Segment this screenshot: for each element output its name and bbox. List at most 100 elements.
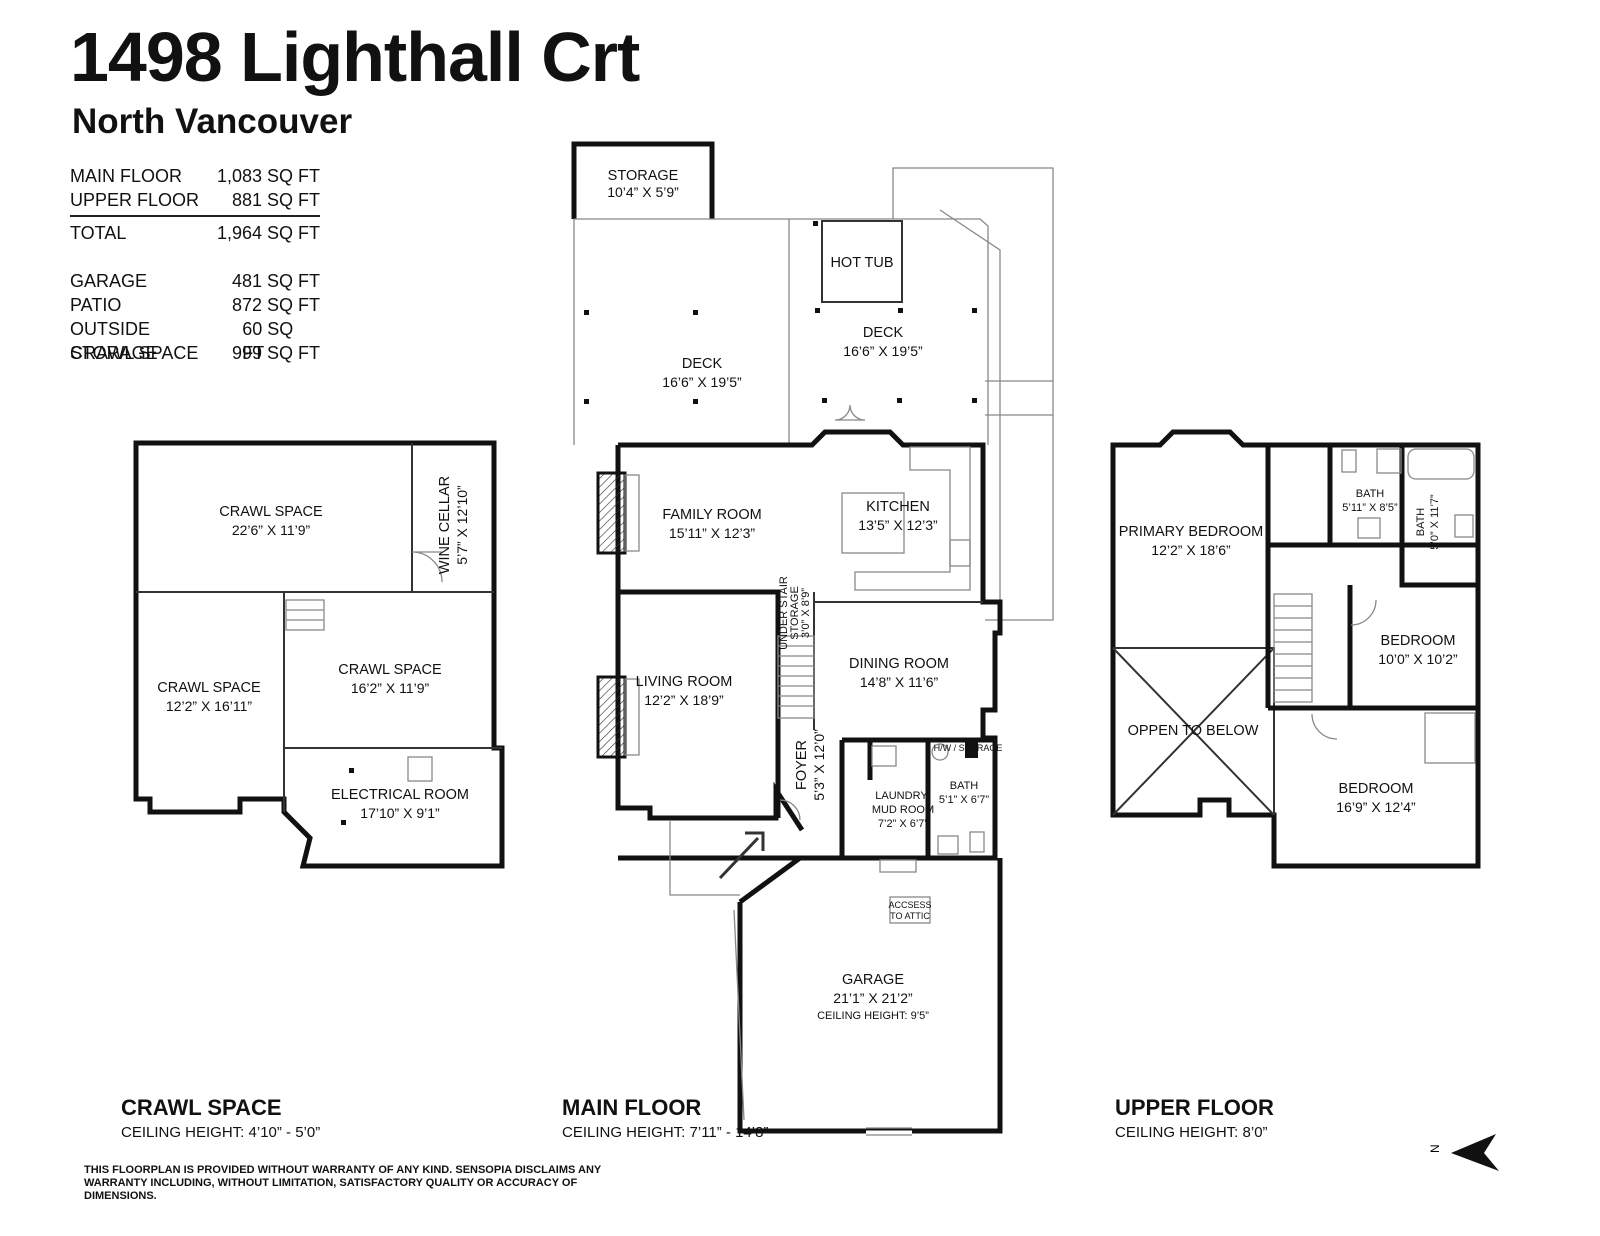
room-name: LIVING ROOM bbox=[636, 674, 733, 690]
door-swing-icon bbox=[1311, 713, 1338, 740]
crawl-stairs bbox=[285, 599, 325, 631]
stove-icon bbox=[949, 539, 971, 567]
room-dimensions: 12’2” X 18’6” bbox=[1151, 542, 1231, 558]
stat-label: MAIN FLOOR bbox=[70, 166, 183, 186]
room-name: OPPEN TO BELOW bbox=[1128, 723, 1259, 739]
upper-floor-ceiling-height: CEILING HEIGHT: 8’0” bbox=[1115, 1124, 1268, 1141]
interior-wall bbox=[1265, 445, 1478, 588]
room-dimensions: 10’4” X 5’9” bbox=[607, 184, 679, 200]
room-name: GARAGE bbox=[842, 972, 904, 988]
stat-row-outside-storage: OUTSIDE STORAGE 60 SQ FT bbox=[70, 317, 320, 363]
upper-floor-plan: PRIMARY BEDROOM 12’2” X 18’6” BATH 5’11”… bbox=[1110, 429, 1481, 869]
compass-label: N bbox=[1428, 1144, 1442, 1153]
kitchen-island bbox=[841, 492, 905, 554]
room-dimensions: 14’8” X 11’6” bbox=[860, 674, 939, 690]
open-to-below-cross bbox=[1112, 647, 1275, 816]
room-name: BATH bbox=[950, 780, 979, 792]
room-name: BEDROOM bbox=[1381, 633, 1456, 649]
hw-storage-icon bbox=[965, 742, 978, 758]
room-name: FOYER bbox=[794, 740, 810, 790]
room-dimensions: 22’6” X 11’9” bbox=[232, 522, 311, 538]
room-name: WINE CELLAR bbox=[437, 476, 453, 574]
stat-divider bbox=[70, 215, 320, 217]
interior-wall bbox=[1265, 545, 1478, 711]
fireplace-icon bbox=[596, 471, 627, 555]
room-name: ELECTRICAL ROOM bbox=[331, 787, 469, 803]
stat-row-garage: GARAGE 481 SQ FT bbox=[70, 269, 320, 293]
room-name: DECK bbox=[863, 325, 904, 341]
stat-row-total: TOTAL 1,964 SQ FT bbox=[70, 221, 320, 245]
room-dimensions: 5’11” X 8’5” bbox=[1342, 502, 1398, 514]
fireplace-icon bbox=[596, 675, 627, 759]
main-floor-plan: STORAGE 10’4” X 5’9” HOT TUB DECK 16’6” … bbox=[571, 141, 1054, 1136]
disclaimer-text: THIS FLOORPLAN IS PROVIDED WITHOUT WARRA… bbox=[84, 1164, 602, 1202]
sink-icon bbox=[1357, 517, 1381, 539]
room-dimensions: 5’3” X 12’0” bbox=[811, 729, 827, 801]
toilet-icon bbox=[1341, 449, 1357, 473]
room-dimensions: 13’5” X 12’3” bbox=[858, 517, 938, 533]
room-dimensions: 10’0” X 10’2” bbox=[1378, 651, 1458, 667]
room-dimensions: 7’2” X 6’7” bbox=[878, 818, 928, 830]
stat-label: GARAGE bbox=[70, 271, 148, 291]
attic-label: TO ATTIC bbox=[890, 911, 930, 921]
stat-value: 999 SQ FT bbox=[231, 343, 320, 363]
sink-icon bbox=[1454, 514, 1474, 538]
stat-value: 481 SQ FT bbox=[231, 271, 320, 291]
room-name: PRIMARY BEDROOM bbox=[1119, 524, 1264, 540]
room-name: BATH bbox=[1415, 508, 1427, 537]
room-name: KITCHEN bbox=[866, 499, 930, 515]
kitchen-counter bbox=[854, 446, 971, 591]
room-dimensions: 17’10” X 9’1” bbox=[360, 805, 440, 821]
entry-porch bbox=[669, 820, 740, 896]
interior-wall bbox=[618, 589, 781, 818]
room-name: CRAWL SPACE bbox=[338, 662, 442, 678]
room-dimensions: 16’9” X 12’4” bbox=[1336, 799, 1416, 815]
stat-label: CRAWL SPACE bbox=[70, 343, 199, 363]
stat-row-upper-floor: UPPER FLOOR 881 SQ FT bbox=[70, 188, 320, 212]
garage-wall bbox=[738, 855, 802, 905]
stat-label: PATIO bbox=[70, 295, 122, 315]
room-name: MUD ROOM bbox=[872, 804, 934, 816]
deck-outline bbox=[573, 218, 989, 445]
upper-outer-wall bbox=[1110, 429, 1481, 869]
interior-wall bbox=[839, 737, 995, 858]
stat-row-patio: PATIO 872 SQ FT bbox=[70, 293, 320, 317]
hot-tub-icon bbox=[821, 220, 903, 303]
crawl-space-plan: CRAWL SPACE 22’6” X 11’9” WINE CELLAR 5’… bbox=[133, 440, 505, 869]
room-name: BATH bbox=[1356, 488, 1385, 500]
garage-door bbox=[733, 909, 745, 1121]
crawl-space-ceiling-height: CEILING HEIGHT: 4’10” - 5’0” bbox=[121, 1124, 321, 1141]
room-name: UNDER STAIR bbox=[778, 576, 790, 650]
property-city: North Vancouver bbox=[72, 102, 353, 141]
room-name: HOT TUB bbox=[830, 255, 893, 271]
room-dimensions: 21’1” X 21’2” bbox=[833, 990, 913, 1006]
ramp-outline bbox=[892, 167, 1054, 621]
upper-floor-label: UPPER FLOOR bbox=[1115, 1095, 1274, 1120]
stairs bbox=[777, 635, 815, 719]
stat-value: 60 SQ FT bbox=[242, 319, 294, 363]
washer-icon bbox=[871, 745, 897, 767]
room-dimensions: 15’11” X 12’3” bbox=[669, 525, 755, 541]
room-name: STORAGE bbox=[789, 586, 801, 640]
deck-posts bbox=[584, 221, 977, 404]
door-swing-icon bbox=[1350, 599, 1377, 626]
stat-label: TOTAL bbox=[70, 223, 127, 243]
room-dimensions: 5’1” X 6’7” bbox=[939, 794, 989, 806]
door-swing-icon bbox=[411, 551, 443, 583]
stairs bbox=[1273, 593, 1313, 703]
main-floor-label: MAIN FLOOR bbox=[562, 1095, 702, 1120]
north-compass-icon: N bbox=[1428, 1134, 1499, 1171]
room-name: LAUNDRY/ bbox=[875, 790, 931, 802]
room-name: DECK bbox=[682, 356, 723, 372]
room-name: BEDROOM bbox=[1339, 781, 1414, 797]
stat-value: 881 SQ FT bbox=[231, 190, 320, 210]
water-heater-icon bbox=[931, 743, 949, 761]
ramp-outline bbox=[985, 380, 1053, 416]
room-dimensions: 16’2” X 11’9” bbox=[351, 680, 430, 696]
room-name: CRAWL SPACE bbox=[157, 680, 261, 696]
shower-icon bbox=[1376, 448, 1402, 474]
room-name: FAMILY ROOM bbox=[662, 507, 761, 523]
room-dimensions: 3’0” X 8’9” bbox=[800, 588, 812, 638]
closet-icon bbox=[1424, 712, 1476, 764]
double-door-icon bbox=[834, 404, 866, 421]
